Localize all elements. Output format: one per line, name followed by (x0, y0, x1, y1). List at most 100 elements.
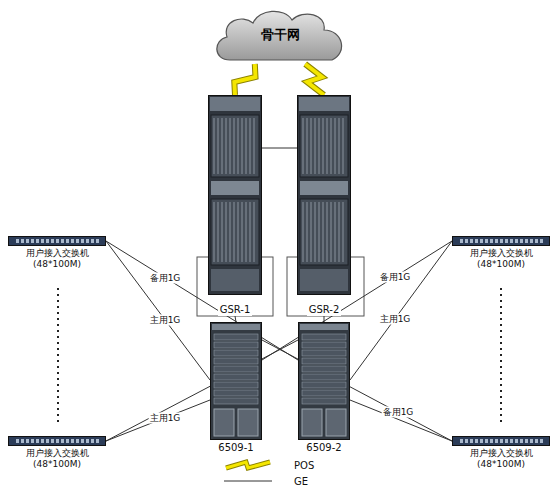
drawing-part (475, 439, 478, 443)
drawing-part (510, 439, 513, 443)
drawing-part (31, 439, 34, 443)
drawing-part (51, 239, 54, 243)
drawing-part (211, 269, 259, 291)
drawing-part (453, 237, 550, 246)
drawing-part (500, 239, 503, 243)
drawing-part (302, 409, 322, 436)
legend-row: GE (224, 473, 314, 489)
drawing-part (9, 437, 106, 446)
drawing-part (343, 202, 344, 262)
drawing-part (315, 202, 316, 262)
drawing-part (335, 202, 336, 262)
drawing-part (327, 202, 328, 262)
drawing-part (21, 439, 24, 443)
drawing-part (211, 181, 259, 195)
drawing-part (480, 239, 483, 243)
drawing-part (250, 118, 251, 174)
drawing-part (254, 202, 255, 262)
drawing-part (319, 202, 320, 262)
drawing-part (222, 118, 223, 174)
drawing-part (71, 439, 74, 443)
drawing-part (302, 374, 346, 380)
link-label: 备用1G (382, 407, 415, 418)
ge-link (350, 241, 452, 380)
cloud-outline (217, 11, 342, 60)
drawing-part (91, 439, 94, 443)
link-label: 备用1G (379, 271, 412, 282)
drawing-part (302, 358, 346, 364)
drawing-part (540, 439, 543, 443)
drawing-part (319, 118, 320, 174)
drawing-part (307, 202, 308, 262)
drawing-part (212, 324, 260, 330)
drawing-part (302, 366, 346, 372)
drawing-part (302, 398, 346, 404)
drawing-part (323, 118, 324, 174)
switch-art (210, 322, 262, 440)
drawing-part (46, 439, 49, 443)
drawing-part (335, 118, 336, 174)
drawing-part (214, 398, 258, 404)
drawing-part (41, 239, 44, 243)
node-label: 6509-1 (216, 441, 255, 454)
drawing-part (209, 96, 262, 295)
node-label: 6509-2 (304, 441, 343, 454)
drawing-part (339, 202, 340, 262)
drawing-part (302, 350, 346, 356)
ge-link (262, 148, 297, 149)
drawing-part (214, 202, 215, 262)
drawing-part (36, 439, 39, 443)
drawing-part (230, 202, 231, 262)
router-art (297, 95, 351, 295)
ge-link (106, 241, 298, 360)
drawing-part (311, 202, 312, 262)
drawing-part (218, 118, 219, 174)
legend-row: POS (224, 457, 314, 473)
drawing-part (230, 118, 231, 174)
drawing-part (460, 239, 463, 243)
drawing-part (525, 239, 528, 243)
drawing-part (250, 202, 251, 262)
node-label: 骨干网 (261, 26, 300, 44)
drawing-part (56, 239, 59, 243)
drawing-part (16, 439, 19, 443)
drawing-part (300, 199, 348, 265)
drawing-part (16, 239, 19, 243)
drawing-part (302, 334, 346, 340)
drawing-part (61, 239, 64, 243)
drawing-part (331, 118, 332, 174)
switch-bar (8, 436, 106, 446)
drawing-part (96, 239, 99, 243)
drawing-part (510, 239, 513, 243)
ellipsis-dots (57, 288, 59, 422)
drawing-part (226, 462, 270, 468)
drawing-part (535, 239, 538, 243)
drawing-part (210, 97, 260, 111)
drawing-part (495, 439, 498, 443)
legend-sample (224, 474, 272, 488)
drawing-part (214, 374, 258, 380)
drawing-part (242, 118, 243, 174)
drawing-part (51, 439, 54, 443)
drawing-part (299, 323, 350, 440)
drawing-part (307, 118, 308, 174)
drawing-part (303, 202, 304, 262)
drawing-part (485, 239, 488, 243)
drawing-part (246, 202, 247, 262)
drawing-part (226, 462, 270, 468)
drawing-part (26, 239, 29, 243)
drawing-part (343, 118, 344, 174)
drawing-part (222, 202, 223, 262)
drawing-part (96, 439, 99, 443)
drawing-part (86, 239, 89, 243)
legend-label: GE (294, 476, 308, 487)
drawing-part (530, 239, 533, 243)
link-label: 主用1G (379, 313, 412, 324)
drawing-part (76, 239, 79, 243)
drawing-part (224, 481, 272, 482)
drawing-part (238, 202, 239, 262)
drawing-part (71, 239, 74, 243)
ge-link (106, 340, 298, 441)
drawing-part (76, 439, 79, 443)
link-label: 备用1G (149, 272, 182, 283)
